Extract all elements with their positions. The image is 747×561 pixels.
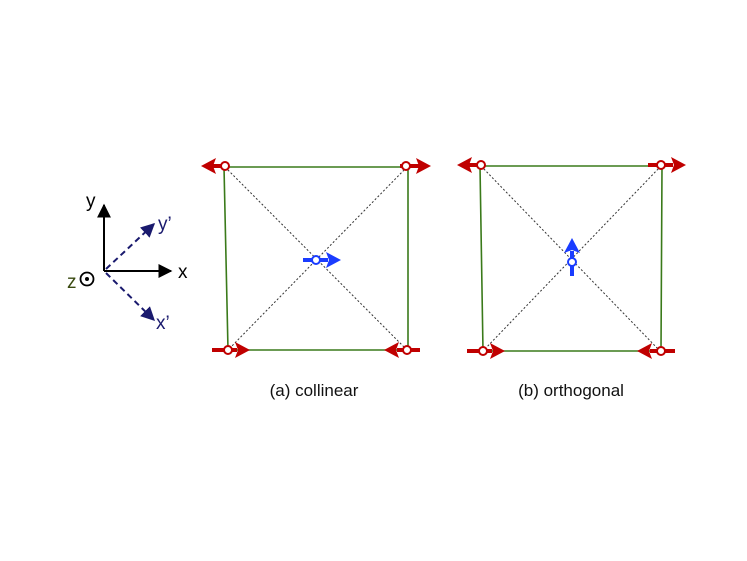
panel-b-caption: (b) orthogonal [518, 381, 624, 400]
corner-spin-bottom-right [384, 342, 420, 358]
corner-spin-top-left [457, 157, 486, 173]
coordinate-axes: x y z y’ x’ [67, 191, 188, 334]
center-spin-up [564, 238, 580, 276]
x-prime-axis-arrow [105, 272, 156, 321]
corner-spin-bottom-left [212, 342, 250, 358]
corner-spin-top-right [648, 157, 686, 173]
y-prime-axis-label: y’ [158, 214, 172, 235]
corner-spin-top-right [400, 158, 431, 174]
y-axis-label: y [86, 191, 96, 212]
corner-spin-bottom-right [637, 343, 675, 359]
y-prime-axis-arrow [105, 223, 156, 270]
x-prime-axis-label: x’ [156, 313, 170, 334]
corner-spin-top-left [201, 158, 230, 174]
panel-orthogonal: (b) orthogonal [457, 157, 686, 400]
z-out-of-plane-icon [79, 271, 95, 287]
corner-spin-bottom-left [467, 343, 505, 359]
center-spin-right [303, 252, 341, 268]
z-axis-label: z [67, 272, 77, 293]
panel-a-caption: (a) collinear [270, 381, 359, 400]
x-axis-label: x [178, 262, 188, 283]
panel-collinear: (a) collinear [201, 158, 431, 400]
